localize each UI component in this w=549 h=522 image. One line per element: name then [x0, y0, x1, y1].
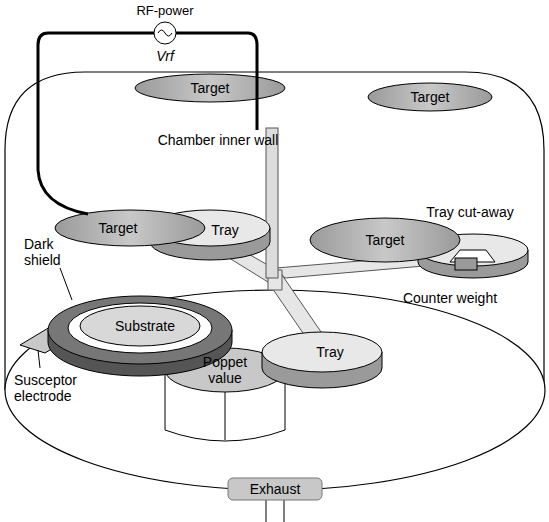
part-label: Dark shield — [24, 236, 74, 268]
part-label: Target — [99, 220, 138, 236]
part-label: Target — [366, 232, 405, 248]
part-label: Tray cut-away — [426, 204, 513, 220]
leader-line — [60, 268, 72, 300]
part-label: Target — [191, 80, 230, 96]
signal-name: Vrf — [156, 48, 174, 64]
part-label: Tray — [211, 222, 238, 238]
rf-wire — [38, 33, 154, 214]
central-post — [266, 128, 278, 278]
part-label: Susceptor electrode — [14, 372, 94, 404]
part-label: Chamber inner wall — [158, 132, 279, 148]
part-label: Target — [411, 89, 450, 105]
chamber-floor — [5, 290, 545, 490]
leader-line — [38, 350, 40, 368]
rf-wire — [176, 33, 257, 130]
part-label: Counter weight — [403, 290, 497, 306]
tray — [262, 332, 382, 372]
part-label: Substrate — [115, 318, 175, 334]
part-label: Poppet value — [195, 354, 255, 386]
exhaust-port — [228, 478, 322, 500]
target — [55, 210, 205, 246]
counter-weight — [455, 258, 477, 270]
label: RF-power — [136, 3, 193, 19]
dark-shield — [48, 296, 232, 364]
part-label: Tray — [316, 344, 343, 360]
sine-symbol — [158, 30, 172, 36]
part-label: Exhaust — [250, 481, 301, 497]
target — [135, 74, 285, 102]
target — [310, 218, 460, 262]
substrate — [80, 306, 200, 346]
target — [368, 83, 492, 111]
ac-source — [154, 22, 176, 44]
